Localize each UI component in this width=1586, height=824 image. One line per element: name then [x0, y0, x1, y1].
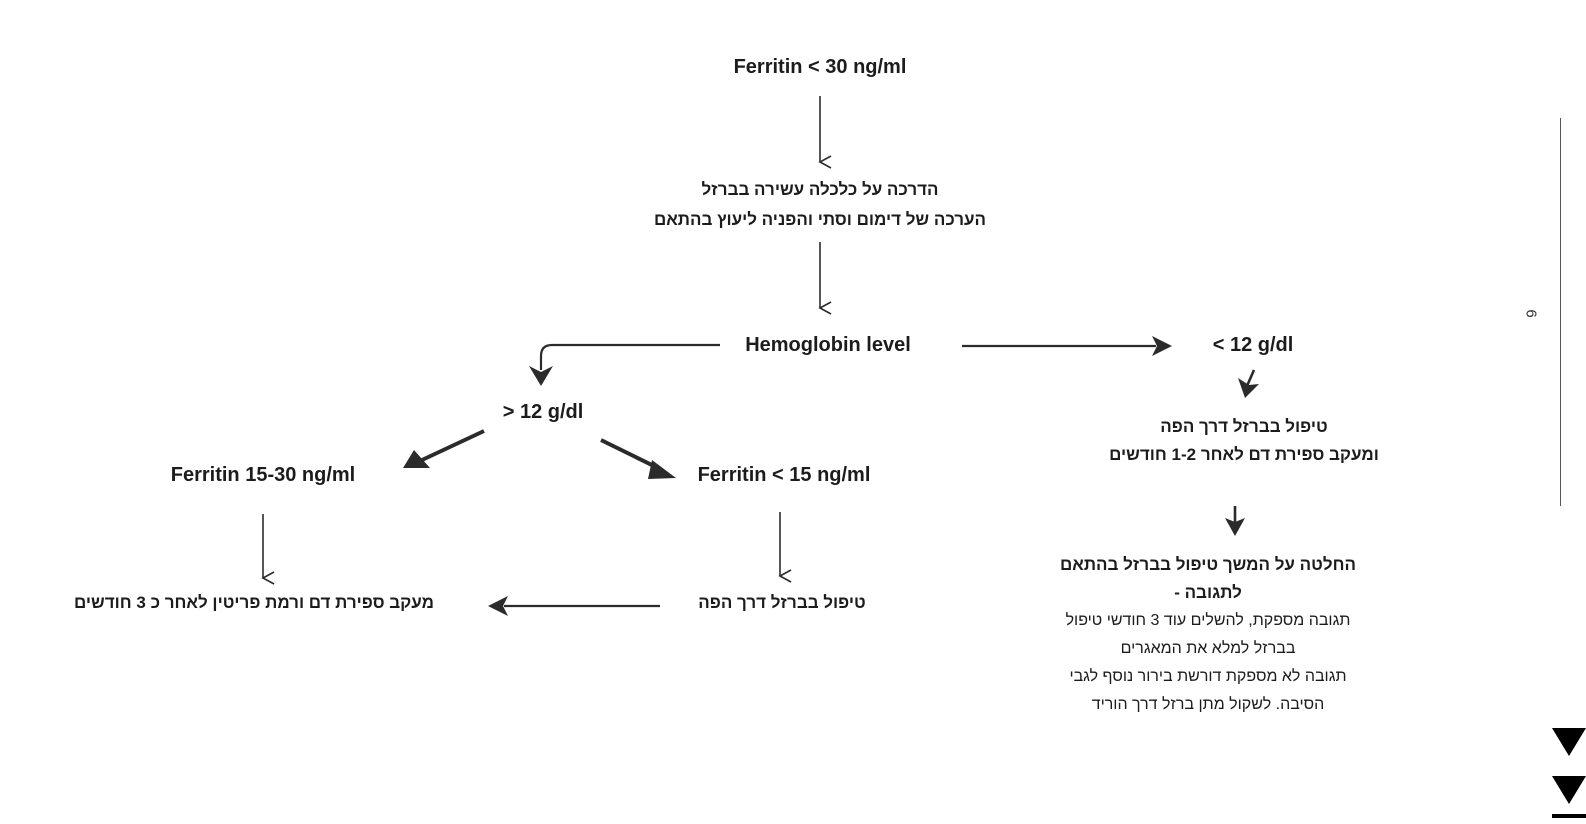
scroll-end-icon[interactable] [1552, 776, 1586, 804]
decision-node: החלטה על המשך טיפול בברזל בהתאם לתגובה -… [1008, 551, 1408, 719]
response-ok-line-1: תגובה מספקת, להשלים עוד 3 חודשי טיפול [1065, 612, 1351, 629]
scroll-end-bar [1552, 814, 1586, 818]
ferritin-15-30-node: Ferritin 15-30 ng/ml [170, 464, 356, 486]
ferritin-lt15-node: Ferritin < 15 ng/ml [697, 464, 871, 486]
oral-iron-line-2: ומעקב ספירת דם לאחר 1-2 חודשים [1109, 445, 1379, 464]
arrow-oral-iron-to-followup [488, 596, 660, 616]
guidance-node: הדרכה על כלכלה עשירה בברזל הערכה של דימו… [600, 175, 1040, 235]
followup-node: מעקב ספירת דם ורמת פריטין לאחר כ 3 חודשי… [74, 593, 434, 612]
hemoglobin-node: Hemoglobin level [745, 334, 911, 356]
page-number: 6 [1522, 309, 1540, 318]
arrow-hb-low-to-oral-iron [1238, 369, 1259, 398]
arrow-hb-high-to-ferritin-lt15 [600, 438, 676, 479]
response-ok-line-2: בברזל למלא את המאגרים [1120, 640, 1296, 657]
oral-iron-short-node: טיפול בברזל דרך הפה [698, 593, 866, 612]
oral-iron-followup-node: טיפול בברזל דרך הפה ומעקב ספירת דם לאחר … [1064, 413, 1424, 469]
arrow-hb-high-to-ferritin-15-30 [403, 429, 485, 468]
guidance-line-2: הערכה של דימום וסתי והפניה ליעוץ בהתאם [653, 210, 987, 229]
arrow-hemoglobin-to-hb-low [962, 336, 1172, 356]
decision-line-1: החלטה על המשך טיפול בברזל בהתאם [1060, 555, 1356, 574]
ferritin-top-node: Ferritin < 30 ng/ml [733, 56, 907, 78]
response-bad-line-2: הסיבה. לשקול מתן ברזל דרך הוריד [1091, 696, 1325, 713]
hb-high-node: > 12 g/dl [502, 401, 584, 423]
hb-low-node: < 12 g/dl [1212, 334, 1294, 356]
oral-iron-line-1: טיפול בברזל דרך הפה [1160, 417, 1328, 436]
guidance-line-1: הדרכה על כלכלה עשירה בברזל [701, 180, 939, 199]
scroll-down-icon[interactable] [1552, 728, 1586, 756]
arrow-hemoglobin-to-hb-high [529, 343, 720, 386]
decision-line-2: לתגובה - [1174, 583, 1242, 602]
page-edge-rule [1560, 118, 1561, 506]
arrow-oral-iron-to-decision [1225, 506, 1245, 536]
response-bad-line-1: תגובה לא מספקת דורשת בירור נוסף לגבי [1069, 668, 1347, 685]
